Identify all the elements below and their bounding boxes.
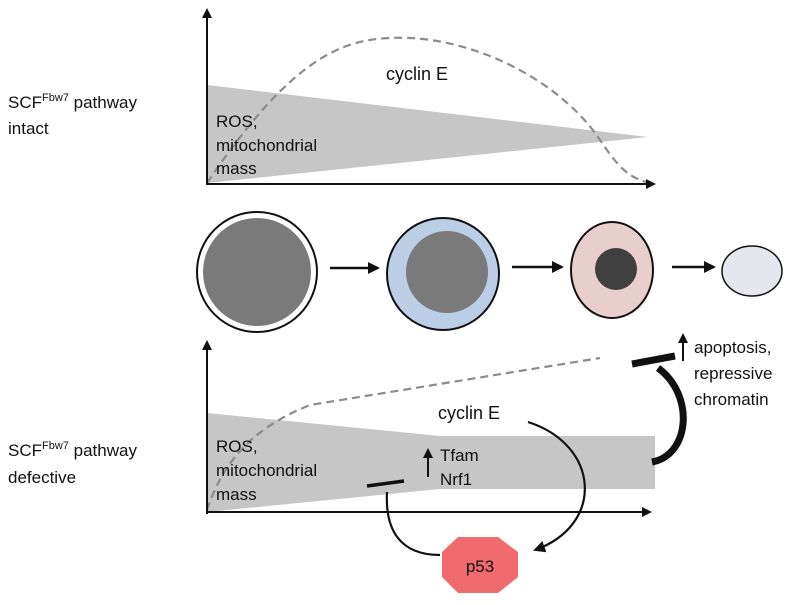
top-row-label: SCFFbw7 pathway (8, 92, 137, 112)
p53-label: p53 (466, 557, 494, 576)
bottom-wedge-label-1: ROS, (216, 437, 258, 456)
top-cyclin-e-curve (206, 36, 651, 185)
top-row-label-line2: intact (8, 119, 49, 138)
bottom-row-label-line2: defective (8, 468, 76, 487)
outcome-label-2: repressive (694, 364, 772, 383)
apoptosis-inhibition-bar (631, 352, 676, 368)
p53-node: p53 (442, 537, 518, 593)
bottom-wedge-label-2: mitochondrial (216, 461, 317, 480)
top-panel: SCFFbw7 pathway intact cyclin E ROS, mit… (8, 8, 656, 189)
top-ros-wedge (207, 85, 648, 183)
cell-2-nucleus (406, 231, 488, 313)
outcome-label-1: apoptosis, (694, 338, 772, 357)
top-wedge-label-1: ROS, (216, 112, 258, 131)
bottom-row-label: SCFFbw7 pathway (8, 440, 137, 460)
bottom-wedge-label-3: mass (216, 485, 257, 504)
bottom-cyclin-e-label: cyclin E (438, 403, 500, 423)
outcome-label-3: chromatin (694, 390, 769, 409)
tfam-label: Tfam (440, 446, 479, 465)
nrf1-label: Nrf1 (440, 470, 472, 489)
cell-1-nucleus (203, 218, 311, 326)
top-wedge-label-2: mitochondrial (216, 136, 317, 155)
p53-inhibition-line (385, 491, 441, 557)
cell-3-nucleus (595, 248, 637, 290)
bottom-cyclin-e-curve (205, 356, 601, 511)
band-to-apoptosis-inhibition (651, 365, 687, 466)
bottom-ros-wedge (207, 413, 440, 512)
cell-progression (196, 211, 783, 333)
top-cyclin-e-label: cyclin E (386, 64, 448, 84)
cyclin-e-to-p53-arrow (527, 420, 586, 553)
p53-inhibition-bar (366, 479, 405, 488)
cell-stage-3 (570, 221, 654, 319)
cell-stage-2 (386, 217, 500, 331)
cell-stage-4 (721, 245, 783, 297)
cell-stage-1 (196, 211, 318, 333)
bottom-panel: SCFFbw7 pathway defective ROS, mitochond… (8, 333, 772, 593)
top-wedge-label-3: mass (216, 159, 257, 178)
